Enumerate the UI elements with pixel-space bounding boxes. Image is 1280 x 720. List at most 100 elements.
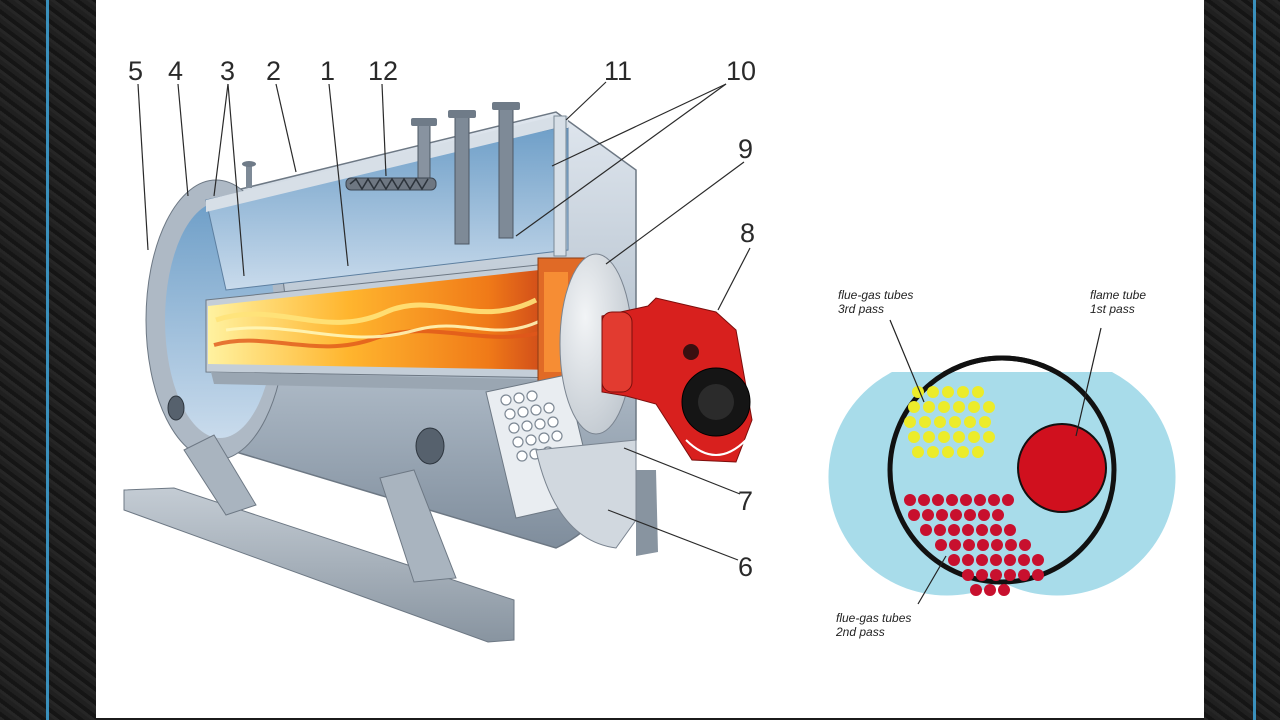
tube-2nd-pass <box>998 584 1010 596</box>
tube-2nd-pass <box>932 494 944 506</box>
tube-2nd-pass <box>946 494 958 506</box>
tube-2nd-pass <box>908 509 920 521</box>
tube-2nd-pass <box>990 524 1002 536</box>
tube-2nd-pass <box>970 584 982 596</box>
part-number: 7 <box>738 486 753 516</box>
leader-lines <box>137 81 751 561</box>
tube-2nd-pass <box>1019 539 1031 551</box>
tube-3rd-pass <box>968 401 980 413</box>
part-number: 11 <box>604 56 632 86</box>
tube-3rd-pass <box>927 446 939 458</box>
tube-3rd-pass <box>972 446 984 458</box>
tube-2nd-pass <box>935 539 947 551</box>
tube-3rd-pass <box>923 401 935 413</box>
tube-2nd-pass <box>976 554 988 566</box>
tube-2nd-pass <box>962 524 974 536</box>
tube-2nd-pass <box>948 554 960 566</box>
tube-2nd-pass <box>1018 554 1030 566</box>
tube-2nd-pass <box>990 569 1002 581</box>
label-3rd-pass-line2: 3rd pass <box>838 302 884 316</box>
water-space <box>205 115 569 291</box>
tube-3rd-pass <box>953 431 965 443</box>
flue-gas-tubes-2nd-pass <box>904 494 1044 596</box>
tube-3rd-pass <box>942 446 954 458</box>
right-accent-line <box>1253 0 1256 720</box>
tube-2nd-pass <box>922 509 934 521</box>
tube-3rd-pass <box>972 386 984 398</box>
tube-2nd-pass <box>960 494 972 506</box>
tube-3rd-pass <box>912 446 924 458</box>
tube-3rd-pass <box>938 431 950 443</box>
part-number: 10 <box>726 56 756 86</box>
tube-2nd-pass <box>1004 569 1016 581</box>
left-accent-line <box>46 0 49 720</box>
tube-2nd-pass <box>978 509 990 521</box>
burner <box>601 297 753 463</box>
tube-2nd-pass <box>1018 569 1030 581</box>
tube-2nd-pass <box>949 539 961 551</box>
base-frame <box>123 470 658 643</box>
flue-gas-tubes-3rd-pass <box>904 386 995 458</box>
part-number: 9 <box>738 134 753 164</box>
tube-2nd-pass <box>1002 494 1014 506</box>
tube-3rd-pass <box>919 416 931 428</box>
part-number: 3 <box>220 56 235 86</box>
tube-2nd-pass <box>963 539 975 551</box>
chalkboard-right-border <box>1204 0 1280 720</box>
tube-2nd-pass <box>950 509 962 521</box>
tube-2nd-pass <box>1032 569 1044 581</box>
tube-2nd-pass <box>962 554 974 566</box>
label-1st-pass-line2: 1st pass <box>1090 302 1135 316</box>
tube-2nd-pass <box>977 539 989 551</box>
tube-3rd-pass <box>979 416 991 428</box>
tube-2nd-pass <box>991 539 1003 551</box>
tube-2nd-pass <box>976 569 988 581</box>
tube-3rd-pass <box>934 416 946 428</box>
tube-3rd-pass <box>942 386 954 398</box>
tube-2nd-pass <box>948 524 960 536</box>
boiler-diagram: 5 4 3 2 1 12 11 10 9 8 7 6 flue-gas tube… <box>123 56 1176 643</box>
tube-3rd-pass <box>983 431 995 443</box>
tube-2nd-pass <box>1004 554 1016 566</box>
tube-3rd-pass <box>957 386 969 398</box>
tube-3rd-pass <box>968 431 980 443</box>
tube-2nd-pass <box>962 569 974 581</box>
flame-tube-circle <box>1017 423 1107 513</box>
flame-tube <box>205 261 567 392</box>
tube-2nd-pass <box>934 524 946 536</box>
tube-3rd-pass <box>949 416 961 428</box>
part-number: 12 <box>368 56 398 86</box>
tube-3rd-pass <box>923 431 935 443</box>
tube-2nd-pass <box>964 509 976 521</box>
tube-2nd-pass <box>936 509 948 521</box>
tube-3rd-pass <box>908 401 920 413</box>
label-1st-pass-line1: flame tube <box>1090 288 1146 302</box>
tube-3rd-pass <box>953 401 965 413</box>
part-number: 5 <box>128 56 143 86</box>
tube-2nd-pass <box>990 554 1002 566</box>
inspection-ports <box>167 395 445 465</box>
tube-2nd-pass <box>1005 539 1017 551</box>
tube-3rd-pass <box>927 386 939 398</box>
tube-3rd-pass <box>908 431 920 443</box>
tube-2nd-pass <box>992 509 1004 521</box>
part-number: 2 <box>266 56 281 86</box>
tube-3rd-pass <box>957 446 969 458</box>
tube-2nd-pass <box>1004 524 1016 536</box>
slide-canvas: 5 4 3 2 1 12 11 10 9 8 7 6 flue-gas tube… <box>96 0 1204 718</box>
label-2nd-pass-line2: 2nd pass <box>835 625 885 639</box>
tube-2nd-pass <box>974 494 986 506</box>
tube-2nd-pass <box>976 524 988 536</box>
part-number: 8 <box>740 218 755 248</box>
tube-3rd-pass <box>983 401 995 413</box>
support-legs <box>183 434 457 583</box>
tube-2nd-pass <box>1032 554 1044 566</box>
part-number-labels: 5 4 3 2 1 12 11 10 9 8 7 6 <box>128 56 756 582</box>
tube-2nd-pass <box>988 494 1000 506</box>
tube-2nd-pass <box>918 494 930 506</box>
cross-section: flue-gas tubes 3rd pass flame tube 1st p… <box>828 288 1176 639</box>
part-number: 6 <box>738 552 753 582</box>
label-3rd-pass-line1: flue-gas tubes <box>838 288 913 302</box>
tube-2nd-pass <box>904 494 916 506</box>
tube-2nd-pass <box>984 584 996 596</box>
